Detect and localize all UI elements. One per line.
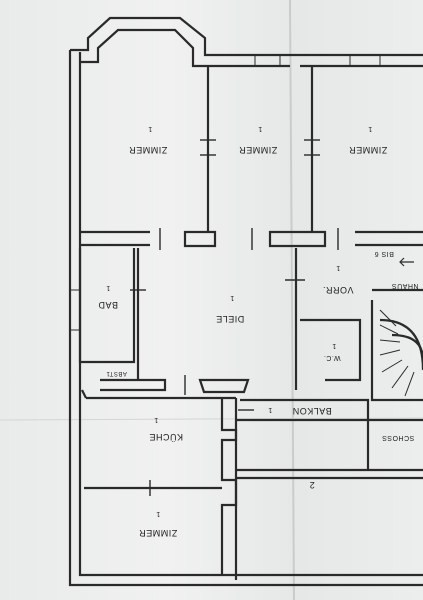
room-label-kueche: KÜCHE — [149, 432, 183, 442]
label-schoss: SCHOSS — [382, 434, 415, 441]
bay-window-inner — [80, 28, 130, 64]
lower-wall — [100, 378, 167, 392]
balkon-outline — [240, 398, 370, 420]
label-bis-6: BIS 6 — [374, 250, 394, 257]
room-number: 1 — [154, 416, 158, 423]
room-label-vorr: VORR. — [322, 285, 353, 295]
room-number: 1 — [268, 406, 272, 413]
wall-segment — [183, 230, 217, 248]
bay-window-wall — [70, 16, 130, 52]
room-number: 1 — [148, 125, 152, 132]
room-label-zimmer-2: ZIMMER — [239, 145, 278, 155]
room-label-zimmer-4: ZIMMER — [139, 528, 178, 538]
stairwell-walls — [370, 288, 423, 402]
room-number: 1 — [332, 342, 336, 349]
room-label-bad: BAD — [98, 300, 118, 310]
stair-curve — [379, 318, 423, 371]
stair-curve-inner — [391, 333, 423, 361]
walls — [68, 16, 423, 587]
room-label-diele: DIELE — [216, 314, 245, 324]
wc-walls — [300, 318, 362, 382]
room-number: 1 — [106, 370, 110, 376]
outer-wall-left — [68, 50, 240, 587]
label-abst: ABST — [109, 370, 127, 376]
label-floor-number: 2 — [309, 480, 315, 490]
room-label-zimmer-1: ZIMMER — [129, 145, 168, 155]
arrow-icon — [399, 257, 414, 267]
label-haus: NHAUS — [391, 282, 418, 289]
stair-treads — [379, 309, 415, 397]
room-number: 1 — [106, 284, 110, 291]
kitchen-top-wall — [81, 389, 236, 400]
bad-walls — [78, 248, 136, 364]
room-number: 1 — [258, 125, 262, 132]
lower-wall-segment — [198, 378, 250, 394]
room-label-balkon: BALKON — [292, 406, 332, 416]
paper-fold-line — [289, 0, 295, 600]
room-label-wc: W.C. — [323, 354, 340, 361]
room-number: 1 — [156, 510, 160, 517]
room-label-zimmer-3: ZIMMER — [349, 145, 388, 155]
bay-window-inner-right — [130, 28, 205, 68]
room-number: 1 — [336, 264, 340, 271]
bay-window-wall-right — [130, 16, 290, 57]
window-marks — [70, 55, 381, 331]
inner-wall-left — [78, 52, 236, 577]
kitchen-right-wall — [220, 398, 238, 575]
room-labels: ZIMMER 1 ZIMMER 1 ZIMMER 1 DIELE 1 BAD 1… — [98, 125, 419, 538]
room-number: 1 — [230, 294, 234, 301]
room-number: 1 — [368, 125, 372, 132]
door-marks — [130, 139, 339, 496]
wall-segment — [268, 230, 327, 248]
mid-wall — [80, 230, 150, 247]
mid-wall-right — [355, 230, 423, 247]
